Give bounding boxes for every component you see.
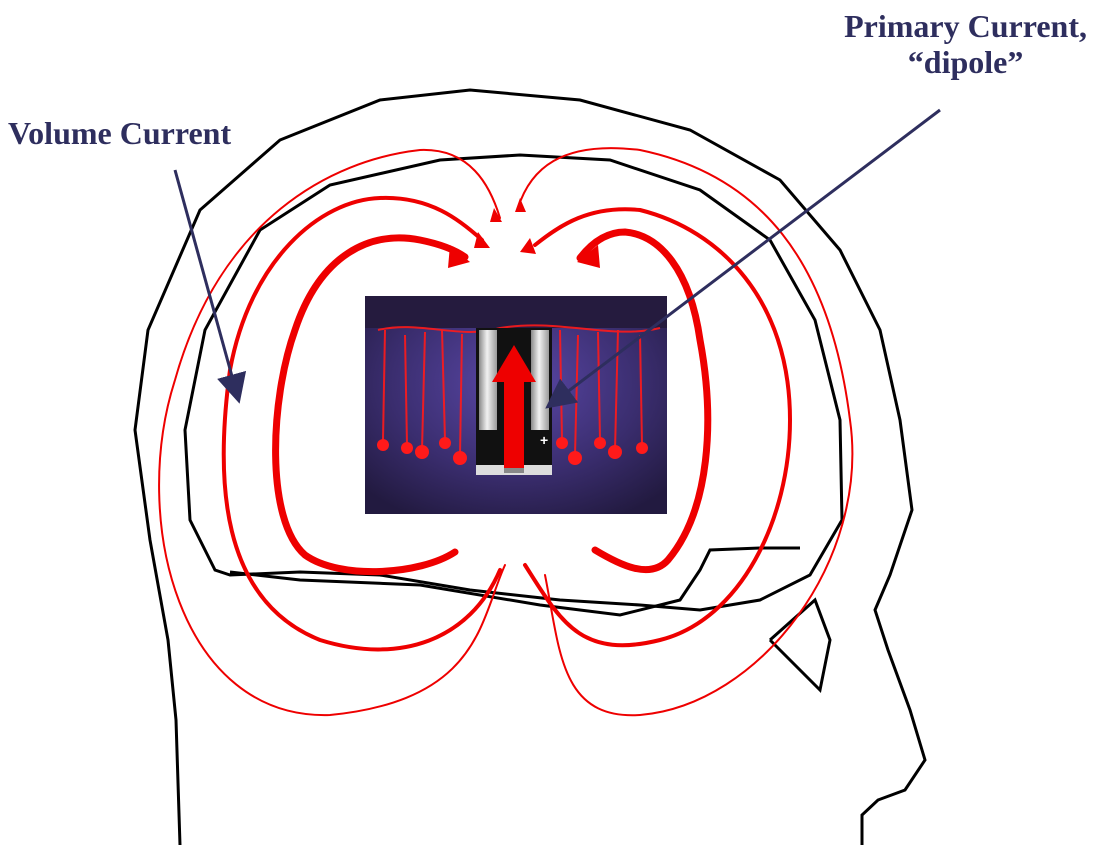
volume-current-label: Volume Current <box>8 115 231 151</box>
cortex-neuron-image: + <box>365 296 667 514</box>
arrowhead-outer-right <box>515 198 526 212</box>
primary-current-label-line1: Primary Current, <box>844 8 1087 44</box>
primary-current-pointer <box>550 110 940 405</box>
primary-current-label: Primary Current, “dipole” <box>844 8 1087 80</box>
tissue-pial-layer <box>365 296 667 328</box>
primary-current-label-line2: “dipole” <box>844 44 1087 80</box>
svg-text:+: + <box>540 432 548 448</box>
arrowhead-outer-left <box>490 208 502 222</box>
